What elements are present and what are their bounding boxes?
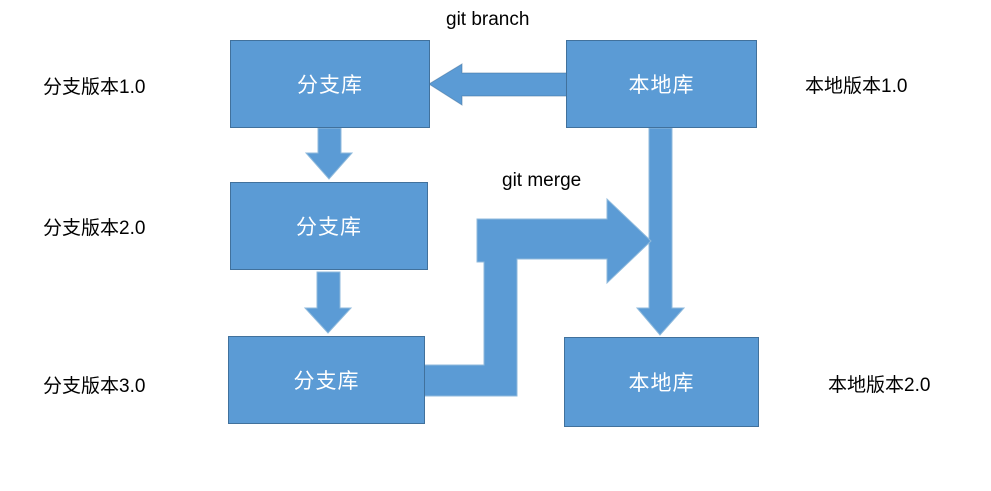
git-merge-arrow [423,197,652,397]
branch-repo-node-3: 分支库 [228,336,425,424]
git-branch-arrow [428,63,568,106]
local-repo-node-1: 本地库 [566,40,757,128]
branch-repo-node-2-label: 分支库 [296,216,362,239]
branch2-to-branch3-arrow [303,271,353,334]
branch-repo-node-3-label: 分支库 [293,370,360,393]
local-version-1-label: 本地版本1.0 [805,76,908,97]
local1-to-local2-arrow [635,127,686,336]
local-version-2-label: 本地版本2.0 [828,375,931,396]
local-repo-node-2-label: 本地库 [628,372,695,395]
local-repo-node-2: 本地库 [564,337,759,427]
branch-version-3-label: 分支版本3.0 [43,376,146,397]
local-repo-node-1-label: 本地库 [628,74,695,97]
branch-repo-node-1-label: 分支库 [297,74,363,97]
git-merge-label: git merge [502,170,582,191]
branch-version-1-label: 分支版本1.0 [43,77,146,98]
branch-repo-node-1: 分支库 [230,40,430,128]
branch1-to-branch2-arrow [304,127,354,180]
branch-repo-node-2: 分支库 [230,182,428,270]
git-branch-label: git branch [446,9,530,30]
branch-version-2-label: 分支版本2.0 [43,218,146,239]
